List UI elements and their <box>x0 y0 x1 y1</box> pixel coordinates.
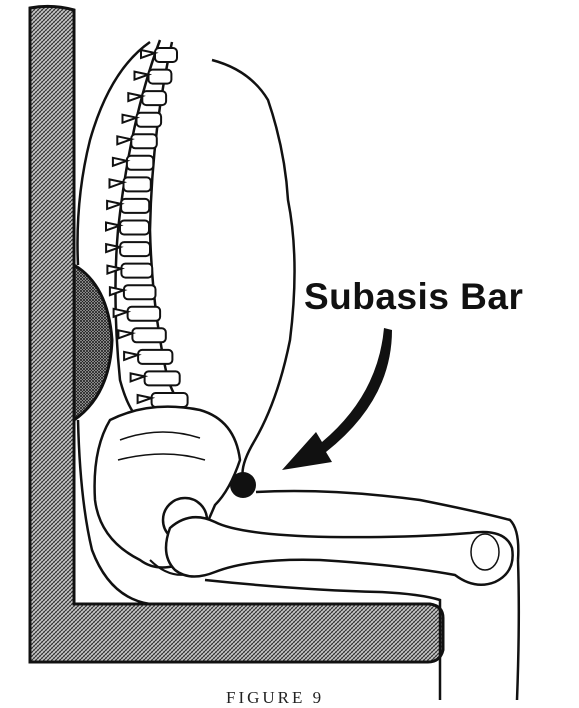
vertebra <box>152 393 188 407</box>
vertebra <box>131 134 157 148</box>
vertebra-process <box>107 266 121 274</box>
vertebra <box>127 156 153 170</box>
vertebra <box>142 91 166 105</box>
vertebra-process <box>107 201 121 209</box>
subasis-bar-label: Subasis Bar <box>304 276 523 318</box>
vertebra <box>120 242 150 256</box>
subasis-bar-icon <box>230 472 256 498</box>
curved-arrow-icon <box>282 328 392 470</box>
vertebra-process <box>138 395 152 403</box>
vertebra-process <box>110 287 124 295</box>
vertebra <box>120 221 149 235</box>
vertebra-process <box>117 136 131 144</box>
lumbar-roll-icon <box>74 265 112 420</box>
vertebra <box>132 328 165 342</box>
vertebra <box>137 113 162 127</box>
vertebra-process <box>131 373 145 381</box>
spine-icon <box>106 40 190 420</box>
vertebra-process <box>114 309 128 317</box>
vertebra <box>124 285 156 299</box>
vertebra <box>121 264 152 278</box>
figure-caption: FIGURE 9 <box>226 688 324 708</box>
vertebra-process <box>118 330 132 338</box>
vertebra-process <box>110 179 124 187</box>
vertebra <box>138 350 172 364</box>
femur-icon <box>166 517 513 585</box>
vertebra-process <box>113 158 127 166</box>
vertebra-process <box>123 115 137 123</box>
vertebra <box>121 199 149 213</box>
vertebra <box>124 177 151 191</box>
vertebra-process <box>124 352 138 360</box>
vertebra <box>155 48 177 62</box>
vertebra <box>145 371 180 385</box>
vertebra <box>149 70 172 84</box>
vertebra <box>128 307 161 321</box>
